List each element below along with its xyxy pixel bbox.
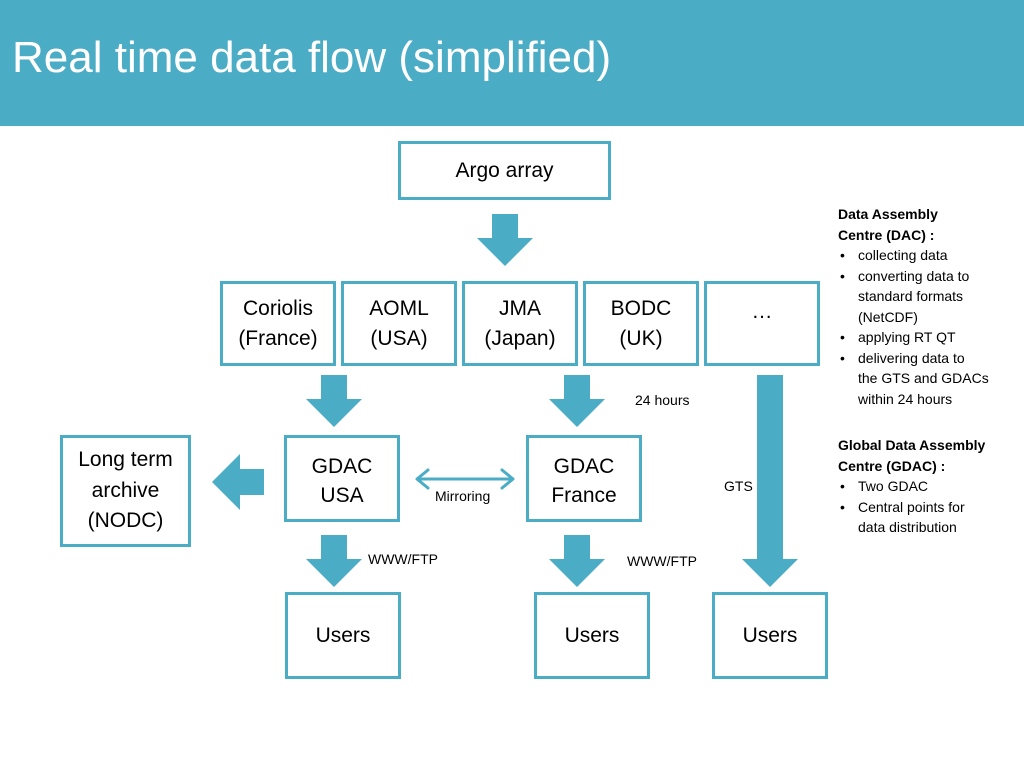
gdac-task-list: Two GDAC Central points for data distrib…: [838, 476, 1018, 538]
argo-array-label: Argo array: [455, 158, 554, 182]
users-box-middle: Users: [534, 592, 650, 679]
list-item-line: delivering data to: [858, 349, 965, 366]
dac-heading-line: Data Assembly: [838, 206, 938, 222]
list-item-line: Central points for: [858, 498, 965, 515]
dac-heading-line: Centre (DAC) :: [838, 226, 935, 243]
dac-box-jma: JMA (Japan): [462, 281, 578, 366]
arrow-gdac-usa-to-archive: [212, 454, 264, 510]
label-24-hours: 24 hours: [635, 392, 690, 408]
list-item-line: converting data to: [858, 267, 970, 284]
gdac-description: Global Data Assembly Centre (GDAC) : Two…: [838, 435, 1018, 538]
dac-name: AOML: [369, 297, 429, 321]
dac-country: (France): [238, 326, 318, 350]
list-item: applying RT QT: [838, 327, 1018, 348]
label-www-ftp-right: WWW/FTP: [627, 553, 697, 569]
dac-heading: Data Assembly Centre (DAC) :: [838, 204, 1018, 245]
list-item: Central points for data distribution: [838, 497, 1018, 538]
list-item-line: data distribution: [858, 519, 957, 535]
archive-line: (NODC): [87, 509, 164, 533]
dac-name: Coriolis: [242, 297, 313, 321]
list-item-line: Two GDAC: [858, 478, 929, 494]
label-mirroring: Mirroring: [435, 488, 491, 504]
dac-description: Data Assembly Centre (DAC) : collecting …: [838, 204, 1018, 409]
arrow-gdac-france-to-users: [549, 535, 605, 587]
dac-name: JMA: [498, 297, 541, 321]
dac-name: BODC: [610, 297, 672, 321]
list-item: converting data to standard formats (Net…: [838, 266, 1018, 328]
gdac-france-box: GDAC France: [526, 435, 642, 522]
dac-country: (USA): [370, 326, 428, 350]
gdac-label: GDAC: [311, 455, 373, 478]
gdac-heading-line: Global Data Assembly: [838, 437, 986, 453]
gdac-label: GDAC: [553, 455, 615, 478]
users-box-left: Users: [285, 592, 401, 679]
dac-task-list: collecting data converting data to stand…: [838, 245, 1018, 409]
argo-array-box: Argo array: [398, 141, 611, 200]
mirroring-double-arrow: [415, 468, 515, 490]
users-label: Users: [564, 623, 620, 647]
archive-line: archive: [91, 478, 160, 502]
users-label: Users: [315, 623, 371, 647]
list-item: Two GDAC: [838, 476, 1018, 497]
gdac-location: France: [551, 484, 617, 508]
users-label: Users: [742, 623, 798, 647]
list-item-line: applying RT QT: [858, 329, 956, 345]
list-item-line: collecting data: [858, 247, 948, 263]
arrow-gts-to-users: [742, 375, 798, 587]
dac-name: …: [751, 300, 773, 323]
gdac-usa-box: GDAC USA: [284, 435, 400, 522]
dac-country: (Japan): [484, 326, 556, 350]
arrow-dacs-to-gdac-usa: [306, 375, 362, 427]
arrow-gdac-usa-to-users: [306, 535, 362, 587]
dac-country: (UK): [619, 326, 663, 350]
gdac-heading-line: Centre (GDAC) :: [838, 457, 946, 474]
label-www-ftp-left: WWW/FTP: [368, 551, 438, 567]
dac-box-coriolis: Coriolis (France): [220, 281, 336, 366]
arrow-dacs-to-gdac-france: [549, 375, 605, 427]
list-item-line: (NetCDF): [858, 308, 918, 325]
list-item: collecting data: [838, 245, 1018, 266]
gdac-heading: Global Data Assembly Centre (GDAC) :: [838, 435, 1018, 476]
gdac-location: USA: [320, 484, 364, 508]
label-gts: GTS: [724, 478, 753, 494]
archive-box: Long term archive (NODC): [60, 435, 191, 547]
title-bar: Real time data flow (simplified): [0, 0, 1024, 126]
slide-title: Real time data flow (simplified): [12, 33, 612, 82]
archive-line: Long term: [78, 448, 173, 472]
arrow-argo-to-dacs: [477, 214, 533, 266]
list-item-line: the GTS and GDACs: [858, 370, 989, 386]
users-box-right: Users: [712, 592, 828, 679]
list-item: delivering data to the GTS and GDACs wit…: [838, 348, 1018, 410]
dac-box-others: …: [704, 281, 820, 366]
list-item-line: standard formats: [858, 288, 964, 304]
dac-box-bodc: BODC (UK): [583, 281, 699, 366]
dac-box-aoml: AOML (USA): [341, 281, 457, 366]
list-item-line: within 24 hours: [858, 390, 953, 407]
